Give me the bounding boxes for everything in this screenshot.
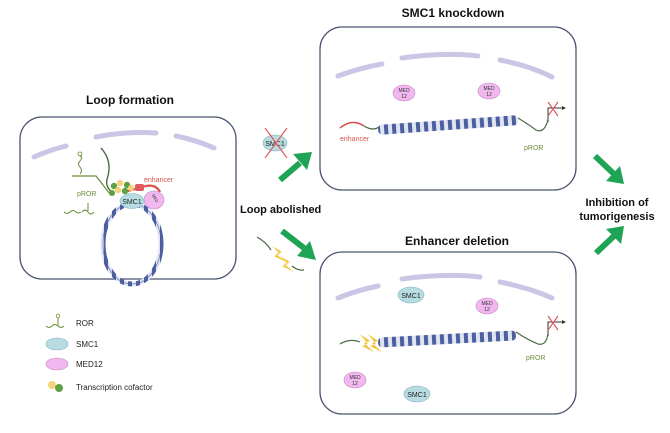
dna-helix [378, 115, 518, 135]
cofactor-icon [55, 384, 63, 392]
legend-item-med12: MED12 [45, 357, 103, 371]
loop-formation-panel: MED SMC1 enhancer pROR [19, 116, 237, 287]
cross-mark-icon [264, 127, 288, 159]
ror-rna-icon-head [55, 313, 61, 319]
ror-rna-icon [45, 324, 65, 328]
cell-border [319, 251, 577, 415]
pror-label: pROR [524, 145, 543, 152]
cross-mark-icon [547, 101, 559, 117]
enhancer-strand [339, 121, 365, 129]
middle-connectors: SMC1 Loop abolished [240, 127, 321, 272]
dna-strand-cut [291, 265, 305, 271]
arrow-head [606, 166, 624, 184]
arrow-to-deletion [280, 228, 306, 251]
title-enhancer-deletion: Enhancer deletion [405, 234, 509, 248]
arrow-to-knockdown [278, 160, 302, 183]
cell-border [319, 26, 577, 191]
loop-abolished-label: Loop abolished [240, 204, 321, 216]
arrow-head [297, 241, 316, 260]
title-loop-formation: Loop formation [86, 93, 174, 107]
membrane-arc [335, 61, 385, 79]
ror-rna-icon [78, 154, 82, 175]
smc1-knockdown-panel: MED 12 MED 12 enhancer pROR [319, 26, 577, 191]
med12-label-num: 12 [352, 381, 358, 387]
legend-label-cofactor: Transcription cofactor [76, 383, 153, 392]
transcription-cofactor-cluster [109, 179, 144, 196]
membrane-arc [497, 279, 555, 301]
med12-label: MED [481, 301, 493, 307]
med12-icon [45, 357, 69, 371]
enhancer-label: enhancer [144, 177, 174, 184]
dna-strand [339, 339, 361, 345]
dna-strand [515, 331, 549, 345]
outcome: Inhibition of tumorigenesis [579, 153, 655, 256]
promoter-arrow [547, 107, 562, 122]
ror-rna-icon [63, 210, 82, 214]
med12-protein [477, 82, 501, 100]
lightning-icon [272, 246, 286, 262]
ror-transcript-strand [72, 175, 111, 195]
med12-label-num: 12 [486, 92, 492, 98]
dna-strand [517, 117, 549, 132]
membrane-arc [399, 51, 481, 61]
legend: ROR SMC1 MED12 Transcription cofactor [45, 313, 153, 392]
med12-label: MED [151, 193, 160, 203]
arrow-head [293, 152, 312, 170]
promoter-arrowhead [562, 320, 566, 324]
membrane-arc [497, 57, 555, 80]
promoter-arrowhead [562, 106, 566, 110]
membrane-arc [31, 143, 69, 160]
smc1-label: SMC1 [407, 392, 427, 399]
arrow-deletion-to-outcome [593, 233, 617, 256]
med12-label-num: 12 [484, 307, 490, 313]
dna-strand [100, 147, 113, 193]
arrow-head [606, 226, 624, 244]
med12-protein [475, 297, 499, 315]
promoter-arrow [547, 321, 562, 336]
smc1-label: SMC1 [122, 199, 142, 206]
membrane-arc [335, 283, 381, 301]
ror-rna-icon [81, 209, 95, 215]
title-smc1-knockdown: SMC1 knockdown [402, 6, 505, 20]
dna-strand-cut [256, 236, 272, 251]
smc1-protein [119, 193, 145, 209]
enhancer-strand [123, 184, 161, 194]
enhancer-deletion-panel: SMC1 MED 12 pROR MED 12 SMC1 [319, 251, 577, 415]
enhancer-label: enhancer [340, 136, 370, 143]
cofactor-icon [48, 381, 56, 389]
med12-protein [343, 371, 367, 389]
inhibition-label-line1: Inhibition of [586, 197, 649, 209]
membrane-arc [399, 272, 483, 282]
arrow-knockdown-to-outcome [592, 153, 617, 177]
lightning-icon [280, 256, 294, 272]
smc1-protein [397, 286, 425, 304]
smc1-label: SMC1 [401, 293, 421, 300]
pror-label: pROR [77, 191, 96, 198]
legend-label-ror: ROR [76, 319, 94, 328]
legend-item-smc1: SMC1 [45, 337, 99, 351]
smc1-protein [403, 385, 431, 403]
dna-helix [378, 330, 516, 348]
med12-label: MED [349, 375, 361, 381]
membrane-arc [93, 130, 159, 140]
med12-label: MED [398, 88, 410, 94]
membrane-arc [173, 133, 217, 151]
med12-label: MED [483, 86, 495, 92]
legend-label-med12: MED12 [76, 360, 103, 369]
legend-label-smc1: SMC1 [76, 340, 99, 349]
med12-label-num: 12 [401, 94, 407, 100]
legend-item-ror: ROR [45, 313, 94, 328]
inhibition-label-line2: tumorigenesis [579, 211, 654, 223]
med12-protein [392, 84, 416, 102]
smc1-icon [45, 337, 69, 351]
legend-item-cofactor: Transcription cofactor [48, 381, 153, 392]
cross-mark-icon [547, 315, 559, 331]
lightning-icon [360, 334, 374, 352]
lightning-icon [368, 334, 382, 352]
pror-label: pROR [526, 355, 545, 362]
smc1-crossed-protein [262, 134, 288, 152]
